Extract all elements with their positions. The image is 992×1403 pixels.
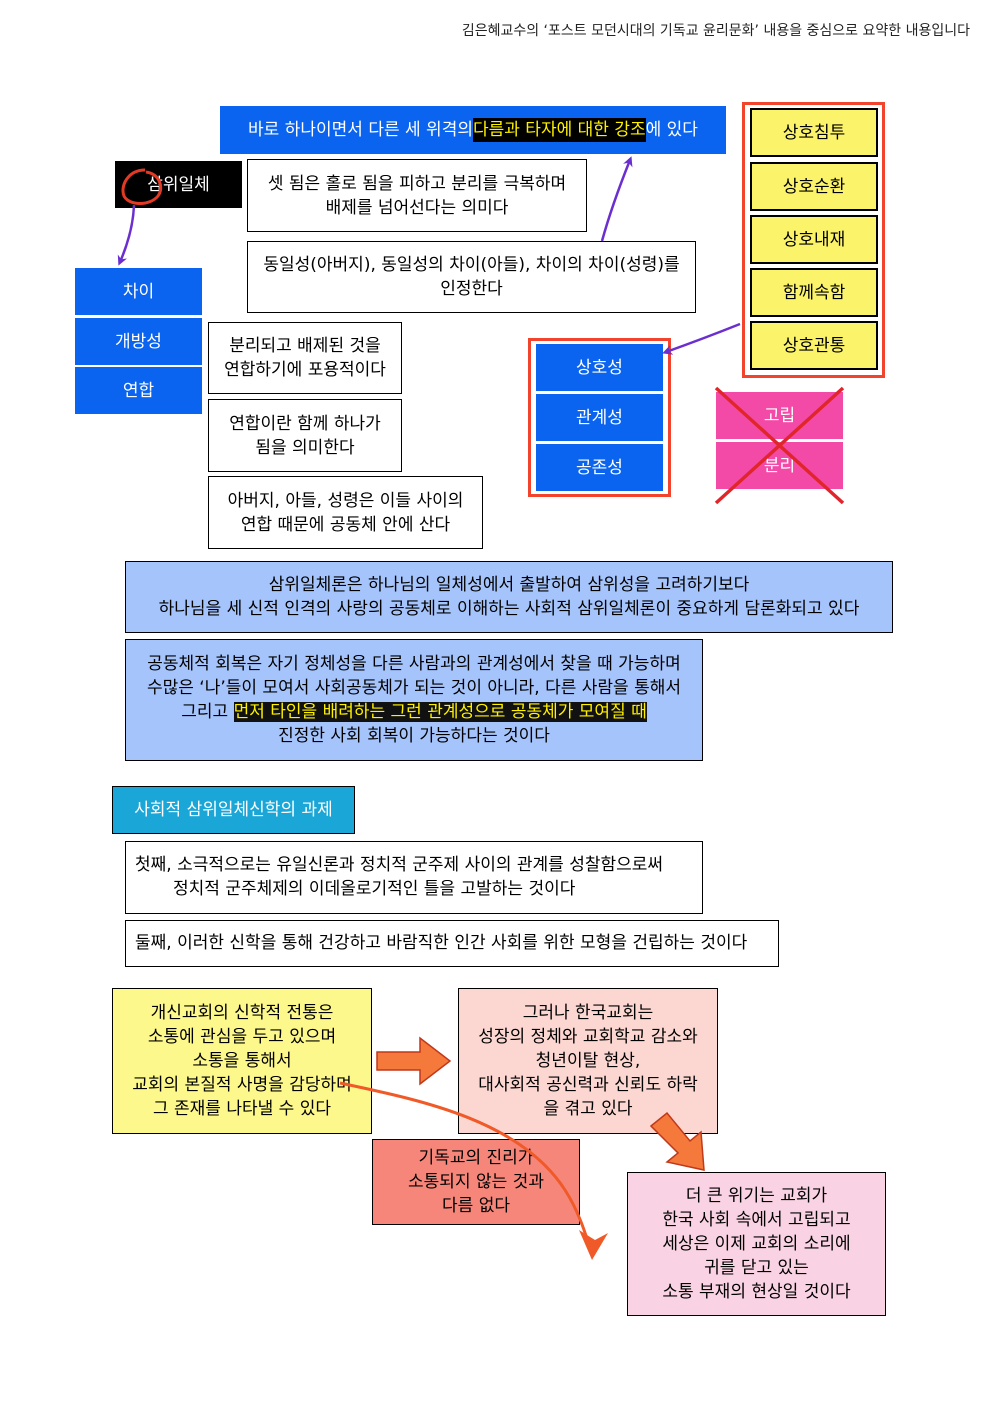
three-box: 셋 됨은 홀로 됨을 피하고 분리를 극복하며 배제를 넘어선다는 의미다 (247, 159, 587, 232)
trinity-label-rest: 위일체 (162, 174, 210, 195)
task-1-line-2: 정치적 군주체제의 이데올로기적인 틀을 고발하는 것이다 (173, 879, 576, 899)
top-banner-before: 바로 하나이면서 다른 세 위격의 (248, 120, 473, 140)
union-box-line-2: 됨을 의미한다 (255, 437, 355, 458)
community-line-3-before: 그리고 (181, 702, 234, 722)
reformed-line-3: 소통을 통해서 (192, 1051, 292, 1071)
reformed-line-4: 교회의 본질적 사명을 감당하며 (132, 1075, 352, 1095)
mutual-item-4: 함께속함 (750, 268, 878, 317)
top-banner-highlight: 다름과 타자에 대한 강조 (472, 118, 646, 142)
identity-box-line-1: 동일성(아버지), 동일성의 차이(아들), 차이의 차이(성령)를 (263, 255, 680, 275)
separation-box: 분리되고 배제된 것을 연합하기에 포용적이다 (208, 322, 402, 394)
truth-line-2: 소통되지 않는 것과 (408, 1172, 544, 1192)
community-line-3-highlight: 먼저 타인을 배려하는 그런 관계성으로 공동체가 모여질 때 (233, 702, 647, 722)
mutual-item-3: 상호내재 (750, 215, 878, 264)
truth-line-3: 다름 없다 (442, 1196, 510, 1216)
rejected-item-isolation: 고립 (716, 392, 843, 439)
korean-church-line-2: 성장의 정체와 교회학교 감소와 (478, 1027, 698, 1047)
mutual-item-1: 상호침투 (750, 108, 878, 157)
reformed-line-2: 소통에 관심을 두고 있으며 (147, 1027, 337, 1047)
trinity-label-first: 삼 (147, 174, 163, 195)
truth-box: 기독교의 진리가 소통되지 않는 것과 다름 없다 (372, 1139, 580, 1225)
left-stack-item-openness: 개방성 (75, 318, 202, 365)
task-title: 사회적 삼위일체신학의 과제 (112, 786, 355, 834)
community-line-1: 공동체적 회복은 자기 정체성을 다른 사람과의 관계성에서 찾을 때 가능하며 (147, 654, 681, 674)
crisis-line-4: 귀를 닫고 있는 (704, 1258, 809, 1278)
left-stack-item-union: 연합 (75, 367, 202, 414)
community-line-3: 그리고 먼저 타인을 배려하는 그런 관계성으로 공동체가 모여질 때 (147, 700, 681, 724)
three-box-line-1: 셋 됨은 홀로 됨을 피하고 분리를 극복하며 (267, 173, 567, 194)
union-box-line-1: 연합이란 함께 하나가 (229, 413, 381, 434)
task-1-box: 첫째, 소극적으로는 유일신론과 정치적 군주제 사이의 관계를 성찰함으로써 … (125, 841, 703, 914)
separation-box-line-2: 연합하기에 포용적이다 (224, 360, 386, 380)
crisis-box: 더 큰 위기는 교회가 한국 사회 속에서 고립되고 세상은 이제 교회의 소리… (627, 1172, 886, 1316)
mutual-item-2: 상호순환 (750, 162, 878, 211)
crisis-line-3: 세상은 이제 교회의 소리에 (662, 1234, 851, 1254)
persons-box: 아버지, 아들, 성령은 이들 사이의 연합 때문에 공동체 안에 산다 (208, 476, 483, 549)
crisis-line-1: 더 큰 위기는 교회가 (685, 1186, 828, 1206)
korean-church-line-3: 청년이탈 현상, (535, 1051, 641, 1071)
community-line-2: 수많은 ‘나’들이 모여서 사회공동체가 되는 것이 아니라, 다른 사람을 통… (146, 678, 682, 698)
arrow-reformed-to-korea (376, 1036, 452, 1086)
top-banner-after: 에 있다 (645, 120, 698, 140)
persons-box-line-1: 아버지, 아들, 성령은 이들 사이의 (227, 490, 464, 511)
reformed-box: 개신교회의 신학적 전통은 소통에 관심을 두고 있으며 소통을 통해서 교회의… (112, 988, 372, 1134)
three-box-line-2: 배제를 넘어선다는 의미다 (325, 197, 509, 218)
korean-church-line-4: 대사회적 공신력과 신뢰도 하락 (478, 1075, 698, 1095)
arrow-reformed-curve-head (579, 1230, 608, 1260)
separation-box-line-1: 분리되고 배제된 것을 (229, 336, 381, 356)
identity-box-line-2: 인정한다 (440, 279, 503, 299)
mutual-item-5: 상호관통 (750, 321, 878, 370)
community-box: 공동체적 회복은 자기 정체성을 다른 사람과의 관계성에서 찾을 때 가능하며… (125, 639, 703, 761)
identity-box: 동일성(아버지), 동일성의 차이(아들), 차이의 차이(성령)를 인정한다 (247, 241, 696, 313)
crisis-line-2: 한국 사회 속에서 고립되고 (662, 1210, 851, 1230)
social-trinity-line-2: 하나님을 세 신적 인격의 사랑의 공동체로 이해하는 사회적 삼위일체론이 중… (158, 599, 860, 619)
header-text: 김은혜교수의 ‘포스트 모던시대의 기독교 윤리문화’ 내용을 중심으로 요약한… (461, 23, 970, 39)
relation-item-coexistence: 공존성 (536, 444, 663, 491)
union-box: 연합이란 함께 하나가 됨을 의미한다 (208, 399, 402, 472)
korean-church-line-5: 을 겪고 있다 (543, 1099, 633, 1119)
task-1-line-1: 첫째, 소극적으로는 유일신론과 정치적 군주제 사이의 관계를 성찰함으로써 (135, 855, 664, 875)
rejected-item-separation: 분리 (716, 442, 843, 489)
social-trinity-line-1: 삼위일체론은 하나님의 일체성에서 출발하여 삼위성을 고려하기보다 (268, 575, 750, 595)
task-2-box: 둘째, 이러한 신학을 통해 건강하고 바람직한 인간 사회를 위한 모형을 건… (125, 920, 779, 967)
reformed-line-1: 개신교회의 신학적 전통은 (150, 1003, 334, 1023)
arrow-identity-to-banner (600, 156, 633, 242)
relation-item-relationality: 관계성 (536, 394, 663, 441)
persons-box-line-2: 연합 때문에 공동체 안에 산다 (240, 514, 451, 535)
truth-line-1: 기독교의 진리가 (418, 1148, 534, 1168)
left-stack-item-difference: 차이 (75, 268, 202, 315)
korean-church-box: 그러나 한국교회는 성장의 정체와 교회학교 감소와 청년이탈 현상, 대사회적… (458, 988, 718, 1134)
korean-church-line-1: 그러나 한국교회는 (522, 1003, 654, 1023)
crisis-line-5: 소통 부재의 현상일 것이다 (662, 1282, 851, 1302)
arrow-mutual-to-relation (662, 322, 741, 355)
community-line-4: 진정한 사회 회복이 가능하다는 것이다 (278, 726, 550, 746)
arrow-trinity-to-stack (117, 204, 136, 266)
social-trinity-box: 삼위일체론은 하나님의 일체성에서 출발하여 삼위성을 고려하기보다 하나님을 … (125, 561, 893, 633)
reformed-line-5: 그 존재를 나타낼 수 있다 (152, 1099, 331, 1119)
relation-item-mutuality: 상호성 (536, 344, 663, 391)
